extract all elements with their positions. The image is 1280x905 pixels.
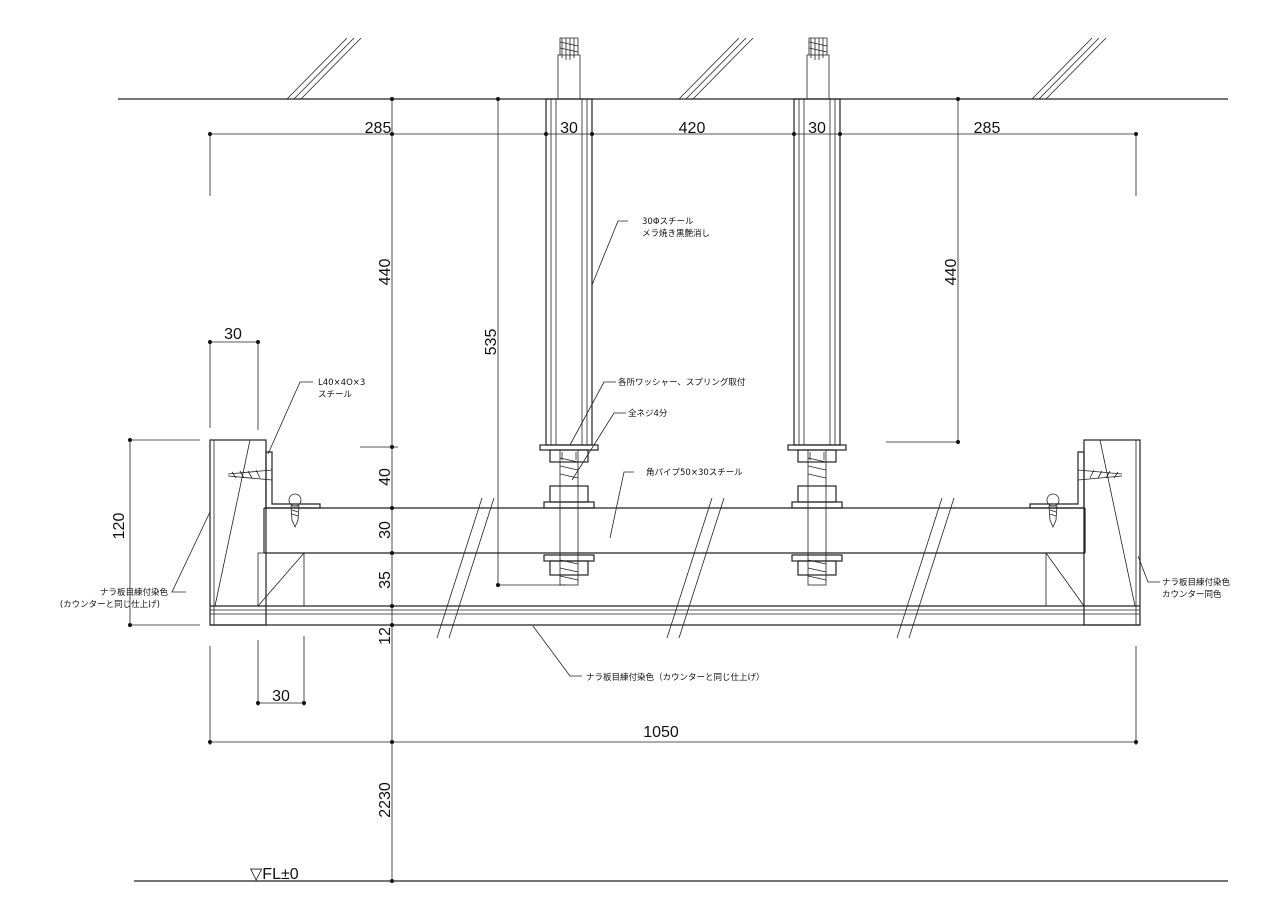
rod-left <box>539 98 599 451</box>
note-left-wood-line2: (カウンターと同じ仕上げ) <box>60 599 160 610</box>
dim-v-120: 120 <box>111 513 128 540</box>
note-right-wood-line1: ナラ板目練付染色 <box>1162 577 1231 588</box>
dim-v-440-right: 440 <box>943 259 960 286</box>
dim-v-535: 535 <box>483 329 500 356</box>
note-pipe: 角パイプ50×30スチール <box>646 467 743 478</box>
note-rod-line2: メラ焼き黒艶消し <box>642 228 710 239</box>
ceiling-hatch <box>286 37 1107 100</box>
anchor-left <box>557 37 581 100</box>
counter-panel <box>209 439 1141 626</box>
ceiling-slab <box>118 37 1228 100</box>
dim-v-2230: 2230 <box>377 782 394 818</box>
dim-v-30: 30 <box>377 521 394 539</box>
note-bottom-wood: ナラ板目練付染色（カウンターと同じ仕上げ） <box>586 672 765 683</box>
dim-v-440-left: 440 <box>377 259 394 286</box>
note-angle-line2: スチール <box>318 390 353 400</box>
dim-overall-1050: 1050 <box>643 724 679 741</box>
angle-left <box>227 451 321 529</box>
note-thread: 全ネジ4分 <box>628 408 668 419</box>
dim-top-30-left: 30 <box>560 120 578 137</box>
dimension-lines <box>128 97 1138 883</box>
note-angle-line1: L40×4O×3 <box>318 378 365 388</box>
dim-h-30-top: 30 <box>224 326 242 343</box>
anchor-right <box>806 37 830 100</box>
dim-v-12: 12 <box>377 627 394 645</box>
dim-top-30-right: 30 <box>808 120 826 137</box>
rod-right <box>787 98 847 451</box>
dim-top-285-left: 285 <box>365 120 392 137</box>
square-pipe <box>263 507 1086 554</box>
note-rod-line1: 30Φスチール <box>642 217 694 227</box>
dim-v-35: 35 <box>377 571 394 589</box>
break-lines <box>436 497 955 639</box>
note-right-wood-line2: カウンター同色 <box>1162 589 1222 600</box>
dim-v-40: 40 <box>377 468 394 486</box>
floor-level-label: ▽FL±0 <box>250 866 299 883</box>
note-washer: 各所ワッシャー、スプリング取付 <box>618 377 746 388</box>
leader-lines <box>171 220 1160 677</box>
threaded-rod-right <box>791 449 843 586</box>
threaded-rod-left <box>543 449 595 586</box>
dim-top-420: 420 <box>679 120 706 137</box>
dim-h-30-bottom: 30 <box>272 688 290 705</box>
dim-top-285-right: 285 <box>974 120 1001 137</box>
angle-right <box>1029 451 1123 529</box>
note-left-wood-line1: ナラ板目練付染色 <box>100 587 169 598</box>
